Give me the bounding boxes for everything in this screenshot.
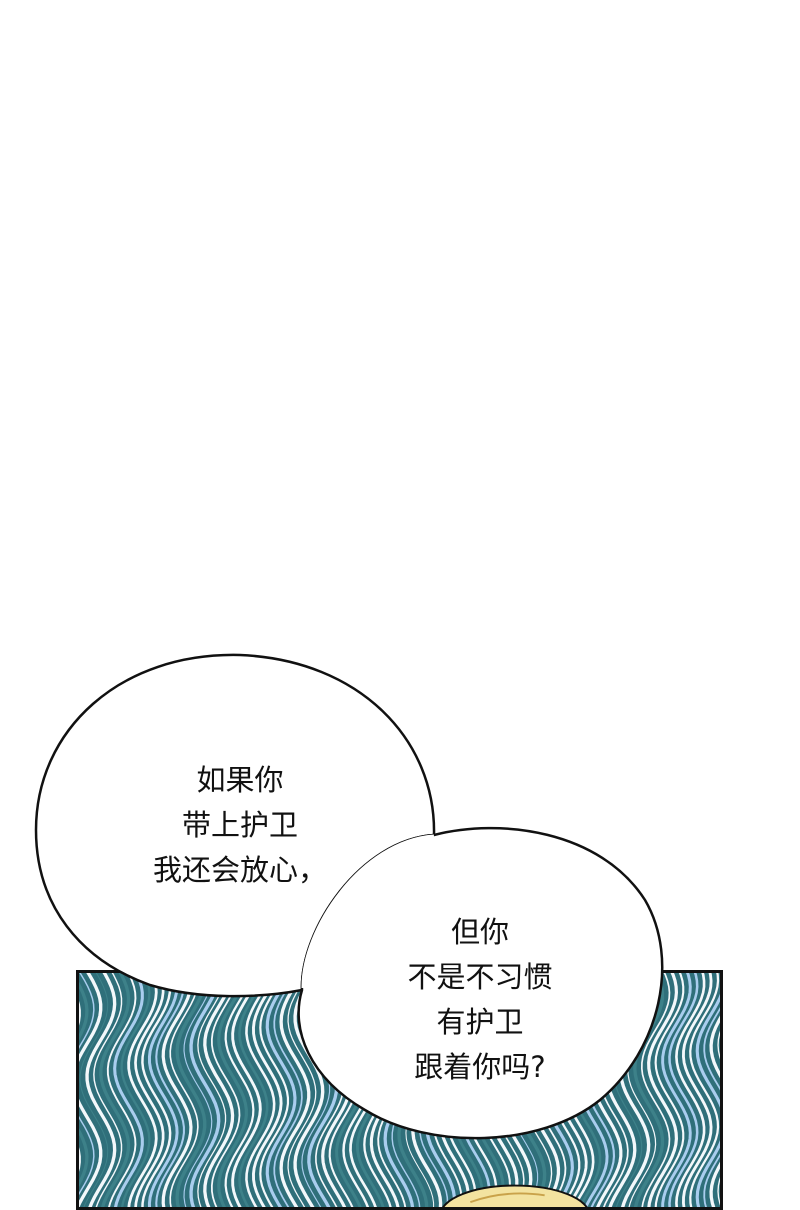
blank-white-space [0,0,800,640]
wavy-background-panel [76,970,723,1210]
bubble-1-line: 我还会放心， [152,853,327,887]
bubble-2-line: 但你 [450,915,509,949]
speech-bubble-1 [34,653,436,998]
bubble-1-line: 如果你 [196,763,284,797]
bubble-1-line: 带上护卫 [181,808,298,842]
speech-bubble-1-text: 如果你 带上护卫 我还会放心， [110,758,370,893]
wavy-stripes-pattern [79,973,720,1207]
